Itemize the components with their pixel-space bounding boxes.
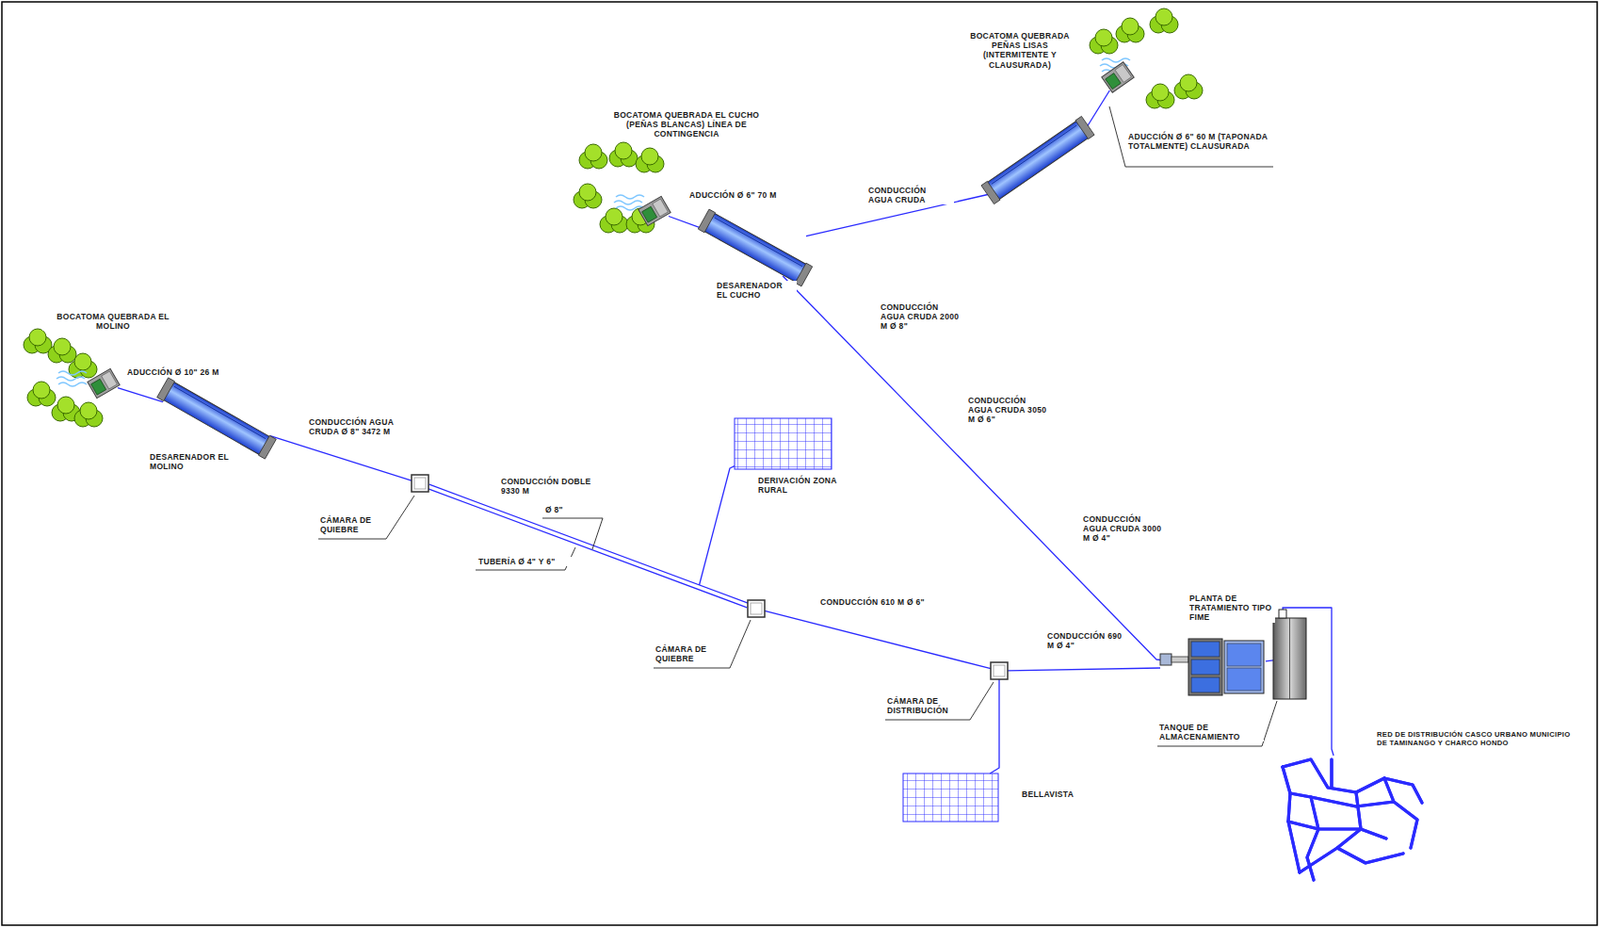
pipe-line — [806, 90, 1110, 237]
break-chamber: CÁMARA DE QUIEBRE — [747, 599, 765, 617]
node-label: DESARENADOR EL MOLINO — [148, 452, 234, 471]
pipe-line — [270, 436, 412, 482]
node-label: PLANTA DE TRATAMIENTO TIPO FIME — [1188, 593, 1276, 623]
pipe-line — [1007, 667, 1161, 671]
node-label: CÁMARA DE QUIEBRE — [654, 644, 730, 663]
pipe-line — [117, 387, 163, 403]
pipe-label: CONDUCCIÓN DOBLE 9330 M — [500, 476, 606, 496]
note-label: CONDUCCIÓN AGUA CRUDA 2000 M Ø 8" — [879, 302, 967, 332]
pipe-label: CONDUCCIÓN AGUA CRUDA 3050 M Ø 6" — [967, 395, 1054, 425]
note-label: ADUCCIÓN Ø 6" 60 M (TAPONADA TOTALMENTE)… — [1127, 131, 1275, 151]
distribution-chamber: CÁMARA DE DISTRIBUCIÓN — [990, 662, 1008, 679]
pipe-line — [764, 610, 991, 668]
storage-tank: TANQUE DE ALMACENAMIENTO — [1273, 617, 1307, 699]
pipe-line — [428, 466, 735, 587]
node-label: RED DE DISTRIBUCIÓN CASCO URBANO MUNICIP… — [1375, 729, 1579, 747]
node-label: BOCATOMA QUEBRADA EL MOLINO — [42, 311, 184, 331]
sand-trap-node: DESARENADOR EL CUCHO — [704, 219, 807, 276]
node-label: CÁMARA DE QUIEBRE — [319, 515, 388, 534]
node-label: DERIVACIÓN ZONA RURAL — [757, 475, 844, 495]
rural-zone-grid: DERIVACIÓN ZONA RURAL — [734, 418, 832, 469]
node-label: TANQUE DE ALMACENAMIENTO — [1158, 722, 1264, 742]
pipe-line — [1265, 659, 1274, 662]
pipe-label: CONDUCCIÓN AGUA CRUDA Ø 8" 3472 M — [307, 417, 423, 437]
pipe-label: CONDUCCIÓN 690 M Ø 4" — [1046, 630, 1124, 650]
note-label: CONDUCCIÓN AGUA CRUDA 3000 M Ø 4" — [1082, 514, 1169, 544]
pipe-line — [989, 678, 1000, 774]
pipe-label: ADUCCIÓN Ø 6" 70 M — [688, 190, 802, 200]
break-chamber: CÁMARA DE QUIEBRE — [411, 474, 429, 492]
intake-node: BOCATOMA QUEBRADA PEÑAS LISAS (INTERMITE… — [1103, 64, 1132, 91]
node-label: CÁMARA DE DISTRIBUCIÓN — [886, 695, 971, 715]
pipe-line — [782, 275, 1161, 661]
node-label: BOCATOMA QUEBRADA EL CUCHO (PEÑAS BLANCA… — [597, 110, 776, 140]
node-label: DESARENADOR EL CUCHO — [715, 280, 797, 300]
note-label: TUBERÍA Ø 4" Y 6" — [477, 556, 572, 566]
treatment-plant: PLANTA DE TRATAMIENTO TIPO FIME — [1160, 636, 1266, 697]
node-label: BOCATOMA QUEBRADA PEÑAS LISAS (INTERMITE… — [959, 31, 1081, 70]
distribution-network: RED DE DISTRIBUCIÓN CASCO URBANO MUNICIP… — [1280, 755, 1424, 883]
pipe-label: CONDUCCIÓN AGUA CRUDA — [867, 185, 954, 205]
node-label: BELLAVISTA — [1020, 789, 1097, 799]
bellavista-grid: BELLAVISTA — [903, 773, 999, 822]
note-label: Ø 8" — [544, 504, 582, 515]
intake-node: BOCATOMA QUEBRADA EL MOLINO — [89, 370, 118, 397]
pipe-label: ADUCCIÓN Ø 10" 26 M — [126, 367, 240, 377]
intake-node: BOCATOMA QUEBRADA EL CUCHO (PEÑAS BLANCA… — [640, 197, 669, 225]
double-pipe — [428, 485, 748, 605]
sand-trap-node: DESARENADOR EL MOLINO — [162, 387, 271, 450]
pipe-label: CONDUCCIÓN 610 M Ø 6" — [819, 597, 952, 607]
